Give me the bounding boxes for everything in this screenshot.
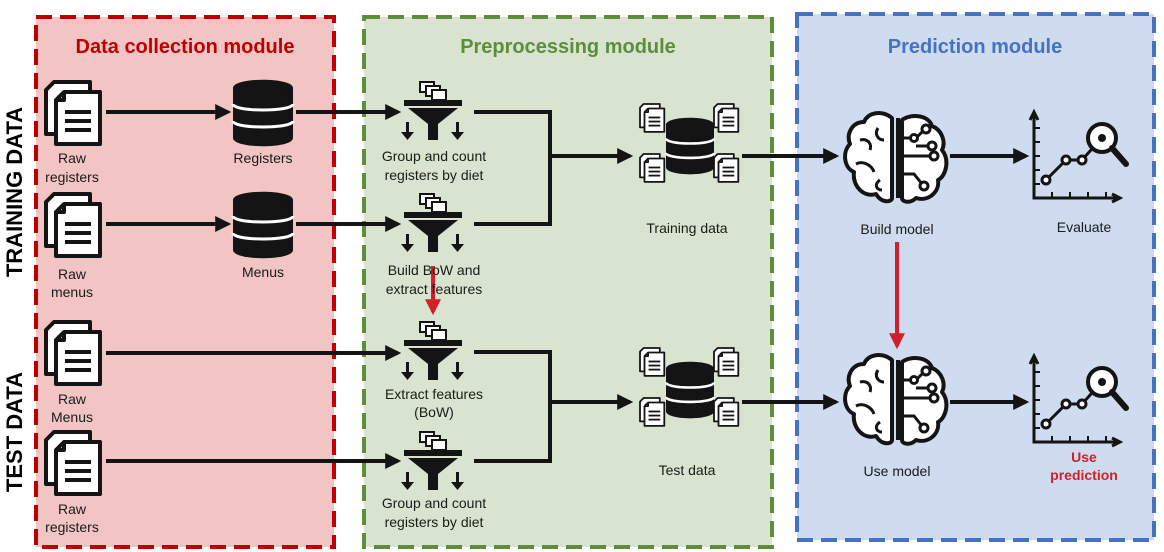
use-model-label: Use model — [864, 463, 931, 479]
use-prediction-label-2: prediction — [1050, 467, 1118, 483]
evaluate-label: Evaluate — [1057, 219, 1112, 235]
extract-bow-label-1: Extract features — [385, 386, 483, 402]
test-data-side-label: TEST DATA — [2, 372, 27, 492]
raw-registers-label-2: registers — [45, 169, 99, 185]
raw-registers-test-document-icon — [44, 430, 102, 496]
registers-db-label: Registers — [233, 150, 292, 166]
raw-registers-test-label-1: Raw — [58, 501, 87, 517]
raw-menus-test-label-1: Raw — [58, 391, 87, 407]
use-prediction-label-1: Use — [1071, 449, 1097, 465]
group-count-train-label-1: Group and count — [382, 148, 486, 164]
raw-registers-test-label-2: registers — [45, 519, 99, 535]
build-bow-label-1: Build BoW and — [388, 262, 481, 278]
prediction-title: Prediction module — [888, 36, 1062, 58]
raw-menus-label-2: menus — [51, 284, 93, 300]
build-model-label: Build model — [860, 221, 933, 237]
menus-database-icon — [231, 190, 295, 260]
group-count-train-label-2: registers by diet — [385, 167, 484, 183]
merge-bracket-training — [474, 110, 552, 226]
flow-arrows — [106, 104, 1030, 469]
raw-menus-label-1: Raw — [58, 266, 87, 282]
data-collection-title: Data collection module — [76, 36, 295, 58]
test-data-label: Test data — [659, 462, 716, 478]
menus-db-label: Menus — [242, 264, 284, 280]
build-bow-label-2: extract features — [386, 281, 483, 297]
preprocessing-title: Preprocessing module — [460, 36, 676, 58]
raw-registers-document-icon — [44, 80, 102, 146]
training-data-side-label: TRAINING DATA — [2, 107, 27, 277]
group-count-test-label-1: Group and count — [382, 495, 486, 511]
training-data-label: Training data — [646, 220, 727, 236]
raw-menus-document-icon — [44, 192, 102, 258]
raw-menus-test-document-icon — [44, 320, 102, 386]
registers-database-icon — [231, 78, 295, 148]
group-count-test-label-2: registers by diet — [385, 514, 484, 530]
extract-bow-label-2: (BoW) — [414, 404, 454, 420]
raw-registers-label-1: Raw — [58, 150, 87, 166]
prediction-panel — [795, 12, 1156, 542]
merge-bracket-test — [474, 350, 552, 463]
raw-menus-test-label-2: Menus — [51, 409, 93, 425]
